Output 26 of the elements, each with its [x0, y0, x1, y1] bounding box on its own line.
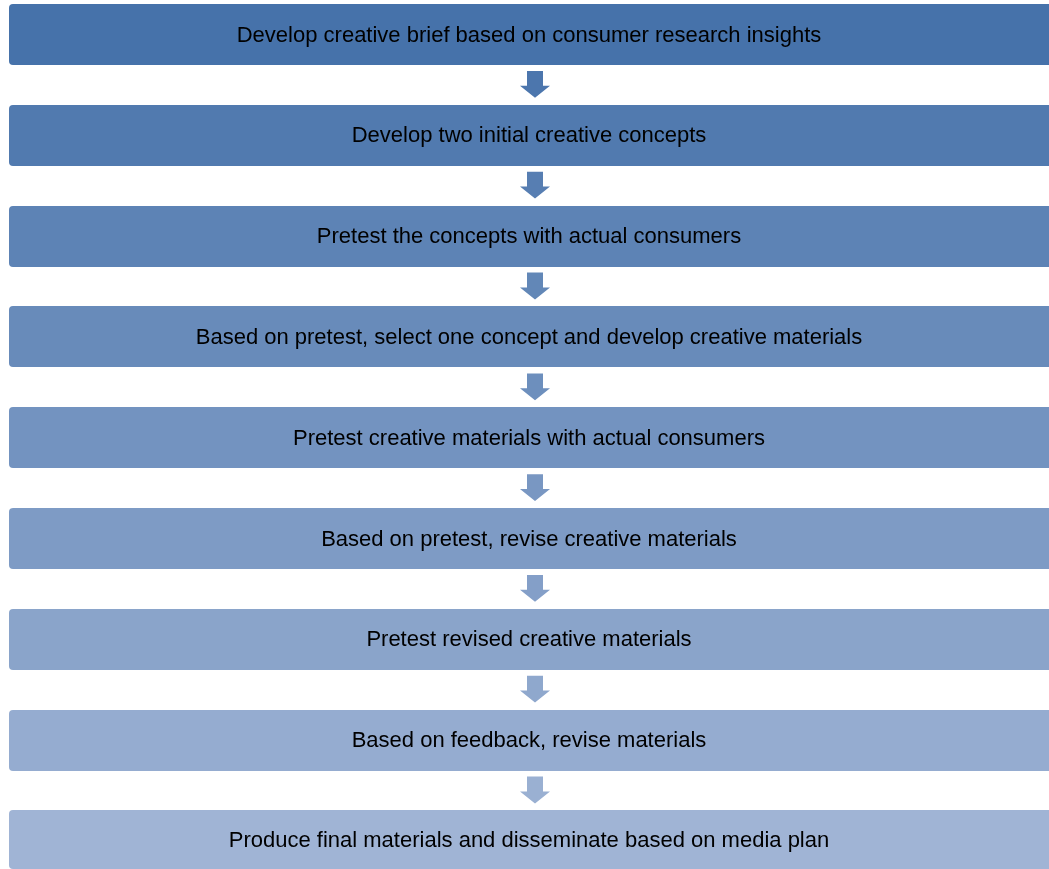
step-text: Produce final materials and disseminate based on media plan — [228, 826, 830, 853]
down-arrow — [520, 776, 550, 804]
process-box — [9, 205, 1049, 267]
down-arrow — [520, 575, 550, 602]
process-box — [9, 709, 1049, 771]
step-text: Develop creative brief based on consumer research insights — [236, 21, 822, 48]
step-text: Based on pretest, select one concept and develop creative materials — [195, 323, 863, 350]
step-text: Based on feedback, revise materials — [351, 727, 707, 754]
step-text: Pretest revised creative materials — [366, 626, 692, 653]
step-text: Pretest creative materials with actual consumers — [293, 424, 765, 451]
down-arrow — [520, 675, 550, 703]
down-arrow — [520, 71, 550, 98]
process-box — [9, 810, 1049, 869]
down-arrow — [520, 171, 550, 199]
process-box — [9, 608, 1049, 670]
process-box — [9, 508, 1049, 569]
down-arrow — [520, 373, 550, 401]
process-box — [9, 4, 1049, 65]
down-arrow — [520, 474, 550, 501]
step-text: Based on pretest, revise creative materials — [321, 525, 737, 552]
down-arrow — [520, 272, 550, 300]
step-text: Pretest the concepts with actual consumers — [316, 223, 742, 250]
process-box — [9, 306, 1049, 368]
process-box — [9, 407, 1049, 469]
step-text: Develop two initial creative concepts — [351, 122, 707, 149]
process-box — [9, 104, 1049, 166]
